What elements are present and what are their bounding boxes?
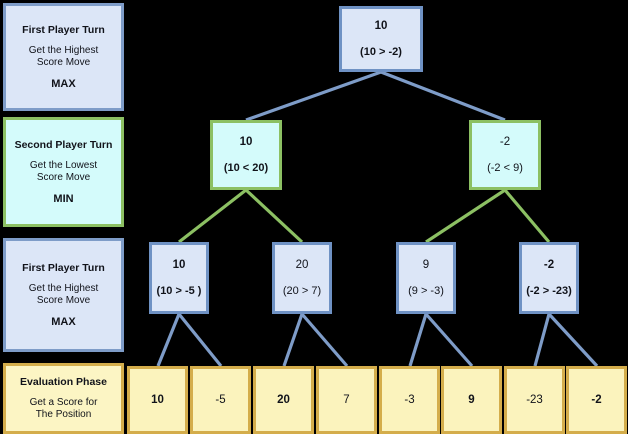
- leaf-1: 10: [127, 366, 188, 434]
- legend-title: First Player Turn: [22, 262, 105, 274]
- leaf-3: 20: [253, 366, 314, 434]
- node-comparison: (-2 > -23): [526, 284, 572, 297]
- legend-title: First Player Turn: [22, 24, 105, 36]
- edge-max1-to-leaf1: [156, 313, 181, 367]
- edge-max4-to-leaf8: [547, 312, 599, 368]
- max-node-2: 20 (20 > 7): [272, 242, 332, 314]
- min-edges-group: [178, 188, 551, 244]
- edge-max2-to-leaf3: [282, 313, 304, 367]
- edge-minleft-to-max1: [178, 188, 247, 244]
- node-value: -2: [543, 258, 555, 271]
- node-value: 10: [239, 135, 253, 148]
- leaf-4: 7: [316, 366, 377, 434]
- edge-root-to-min-left: [245, 70, 382, 122]
- node-value: 9: [422, 258, 430, 271]
- min-node-right: -2 (-2 < 9): [469, 120, 541, 190]
- legend-title: Second Player Turn: [14, 139, 113, 151]
- legend-tag: MAX: [51, 78, 76, 90]
- node-comparison: (10 > -2): [360, 45, 402, 58]
- edge-max4-to-leaf7: [533, 313, 551, 367]
- leaf-7: -23: [504, 366, 565, 434]
- max-node-4: -2 (-2 > -23): [519, 242, 579, 314]
- leaf-6: 9: [441, 366, 502, 434]
- node-value: 20: [295, 258, 309, 271]
- min-node-left: 10 (10 < 20): [210, 120, 282, 190]
- edge-minright-to-max4: [503, 188, 551, 244]
- root-max-node: 10 (10 > -2): [339, 6, 423, 72]
- node-comparison: (20 > 7): [282, 284, 322, 297]
- edge-minleft-to-max2: [244, 188, 304, 244]
- edge-minright-to-max3: [425, 188, 506, 244]
- node-comparison: (10 < 20): [223, 161, 269, 174]
- max-edges-group: [156, 70, 599, 368]
- leaf-2: -5: [190, 366, 251, 434]
- max-node-3: 9 (9 > -3): [396, 242, 456, 314]
- node-comparison: (-2 < 9): [487, 161, 523, 174]
- edge-root-to-min-right: [380, 70, 506, 122]
- legend-tag: MIN: [53, 193, 74, 205]
- leaf-5: -3: [379, 366, 440, 434]
- node-comparison: (9 > -3): [408, 284, 444, 297]
- node-value: -2: [499, 135, 511, 148]
- node-comparison: (10 > -5 ): [156, 284, 202, 297]
- edge-max3-to-leaf5: [408, 313, 428, 367]
- edge-max2-to-leaf4: [300, 312, 349, 368]
- max-node-1: 10 (10 > -5 ): [149, 242, 209, 314]
- edge-max1-to-leaf2: [177, 312, 223, 368]
- legend-tag: MAX: [51, 316, 76, 328]
- node-value: 10: [172, 258, 186, 271]
- node-value: 10: [374, 19, 388, 32]
- legend-title: Evaluation Phase: [20, 376, 107, 388]
- edge-max3-to-leaf6: [424, 312, 474, 368]
- leaf-8: -2: [566, 366, 627, 434]
